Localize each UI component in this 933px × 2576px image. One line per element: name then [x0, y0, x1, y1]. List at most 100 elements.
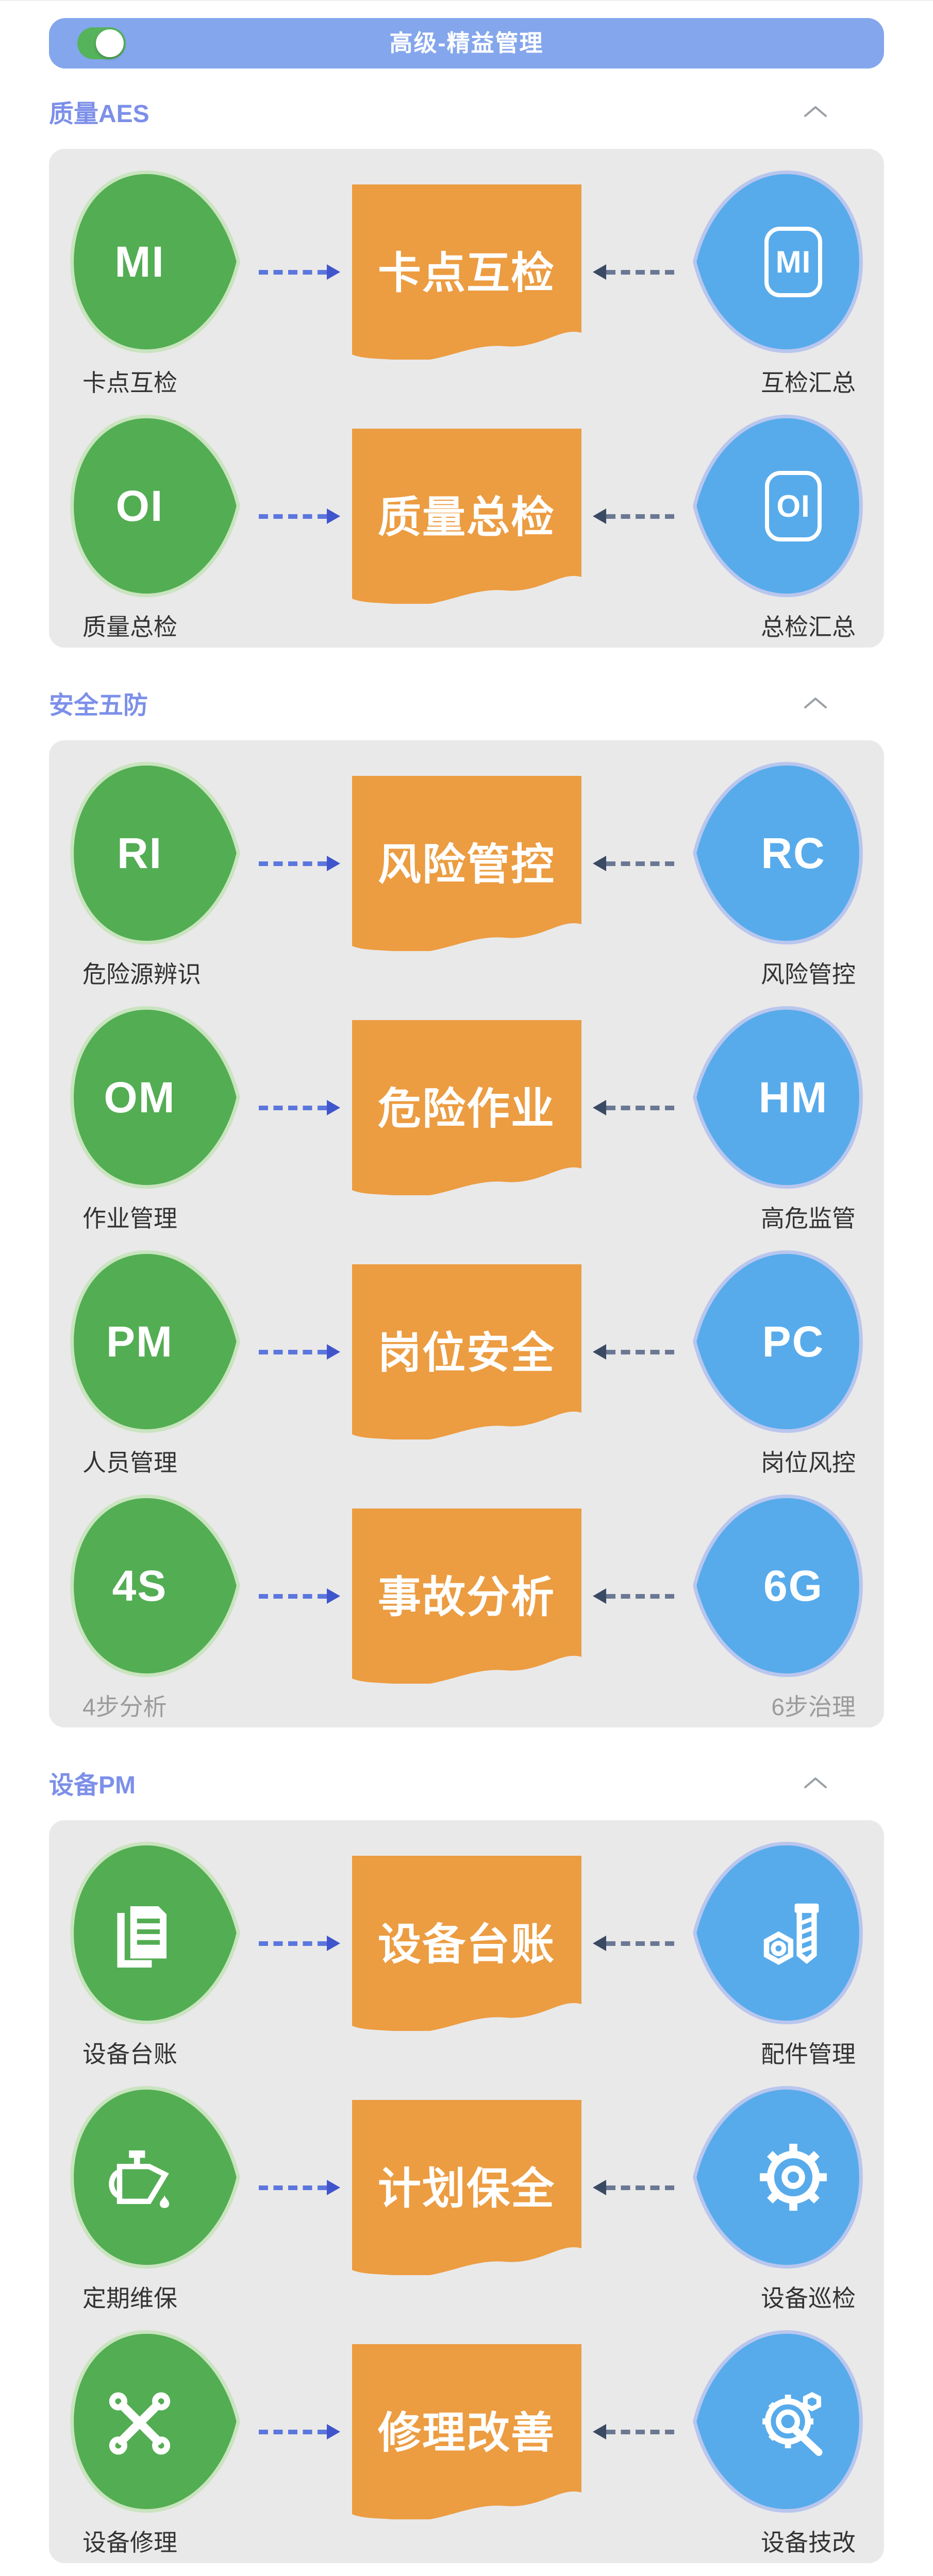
node-code: RC: [761, 828, 826, 877]
leaf-shape-left-point: [693, 2086, 863, 2269]
section-title: 设备PM: [49, 1772, 136, 1799]
process-banner[interactable]: 修理改善: [352, 2344, 581, 2519]
banner-wave-shape: [352, 429, 581, 604]
banner-wave-shape: [352, 1020, 581, 1195]
banner-wave-shape: [352, 2100, 581, 2275]
node-label: 6步治理: [771, 1693, 856, 1720]
source-node[interactable]: [67, 1836, 242, 2030]
node-label: 总检汇总: [761, 614, 856, 640]
dotted-arrow-left-icon: [592, 509, 674, 524]
chevron-up-icon[interactable]: [804, 1776, 827, 1789]
flow-target: OI 总检汇总: [686, 409, 866, 642]
section-card-quality-aes: MI 卡点互检 卡点互检 MI 互检汇总: [49, 149, 884, 648]
dotted-arrow-right-icon: [259, 1344, 341, 1360]
node-code-badge: MI: [764, 226, 823, 297]
target-node[interactable]: [691, 1836, 866, 2030]
section-card-equipment-pm: 设备台账 设备台账: [49, 1820, 884, 2563]
target-node[interactable]: OI: [691, 409, 866, 603]
target-node[interactable]: 6G: [691, 1488, 866, 1683]
chevron-up-icon[interactable]: [804, 105, 827, 118]
node-code: PM: [106, 1317, 173, 1366]
source-node[interactable]: [67, 2324, 242, 2519]
dotted-arrow-left-icon: [592, 2180, 674, 2195]
leaf-shape-right-point: [70, 2086, 240, 2269]
leaf-shape-right-point: [70, 1494, 240, 1677]
target-node[interactable]: [691, 2324, 866, 2519]
flow-target: PC 岗位风控: [686, 1244, 866, 1478]
node-code: MI: [114, 237, 165, 286]
process-banner[interactable]: 岗位安全: [352, 1264, 581, 1439]
process-banner[interactable]: 卡点互检: [352, 184, 581, 360]
toggle-knob: [96, 29, 124, 57]
dotted-arrow-left-icon: [592, 1588, 674, 1604]
target-node[interactable]: HM: [691, 1000, 866, 1195]
target-node[interactable]: RC: [691, 756, 866, 951]
source-node[interactable]: OM: [67, 1000, 242, 1195]
source-node[interactable]: 4S: [67, 1488, 242, 1683]
flow-source: OM 作业管理: [67, 1000, 247, 1234]
node-code: OM: [104, 1073, 176, 1122]
flow-target: 设备技改: [686, 2324, 866, 2558]
node-label: 设备修理: [82, 2529, 177, 2556]
node-label: 质量总检: [82, 614, 177, 640]
banner-label: 卡点互检: [377, 249, 555, 297]
flow-target: HM 高危监管: [686, 1000, 866, 1234]
target-node[interactable]: PC: [691, 1244, 866, 1439]
bolt-nut-icon: [763, 1903, 819, 1965]
node-label: 风险管控: [761, 961, 856, 988]
node-code: PC: [762, 1317, 825, 1366]
target-node[interactable]: [691, 2080, 866, 2275]
dotted-arrow-left-icon: [592, 264, 674, 280]
banner-wave-shape: [352, 776, 581, 951]
flow-target: RC 风险管控: [686, 756, 866, 990]
banner-wave-shape: [352, 1264, 581, 1439]
node-code: OI: [115, 481, 164, 530]
leaf-shape-left-point: [693, 170, 863, 353]
source-node[interactable]: OI: [67, 409, 242, 603]
leaf-shape-right-point: [70, 1006, 240, 1189]
leaf-shape-left-point: [693, 1250, 863, 1433]
dotted-arrow-right-icon: [259, 1100, 341, 1115]
process-banner[interactable]: 质量总检: [352, 429, 581, 604]
dotted-arrow-right-icon: [259, 856, 341, 871]
node-label: 人员管理: [82, 1449, 177, 1476]
banner-label: 修理改善: [377, 2409, 555, 2457]
flow-source: 设备台账: [67, 1836, 247, 2070]
node-label: 定期维保: [82, 2285, 177, 2312]
node-label: 配件管理: [761, 2041, 856, 2067]
target-node[interactable]: MI: [691, 164, 866, 359]
dotted-arrow-left-icon: [592, 1100, 674, 1115]
process-banner[interactable]: 事故分析: [352, 1509, 581, 1684]
process-banner[interactable]: 危险作业: [352, 1020, 581, 1195]
leaf-shape-left-point: [693, 761, 863, 945]
node-code: 6G: [763, 1561, 824, 1610]
leaf-shape-right-point: [70, 1250, 240, 1433]
dotted-arrow-left-icon: [592, 2424, 674, 2439]
header-bar: 高级-精益管理: [49, 18, 884, 69]
flow-target: 设备巡检: [686, 2080, 866, 2314]
process-banner[interactable]: 计划保全: [352, 2100, 581, 2275]
section-header-quality-aes: 质量AES: [49, 93, 884, 129]
section-title: 安全五防: [49, 692, 148, 719]
flow-source: PM 人员管理: [67, 1244, 247, 1478]
source-node[interactable]: RI: [67, 756, 242, 951]
dotted-arrow-right-icon: [259, 2424, 341, 2439]
source-node[interactable]: [67, 2080, 242, 2275]
lean-management-toggle[interactable]: [77, 27, 126, 59]
source-node[interactable]: MI: [67, 164, 242, 359]
gear-icon: [760, 2144, 827, 2211]
flow-row: RI 危险源辨识 风险管控 RC 风险管控: [67, 745, 866, 990]
banner-label: 危险作业: [377, 1084, 555, 1133]
dotted-arrow-right-icon: [259, 264, 341, 280]
crossed-wrenches-icon: [109, 2392, 171, 2455]
node-label: 危险源辨识: [82, 961, 201, 988]
process-banner[interactable]: 设备台账: [352, 1856, 581, 2031]
dotted-arrow-left-icon: [592, 1344, 674, 1360]
flow-row: 定期维保 计划保全 设: [67, 2070, 866, 2314]
chevron-up-icon[interactable]: [804, 696, 827, 709]
source-node[interactable]: PM: [67, 1244, 242, 1439]
process-banner[interactable]: 风险管控: [352, 776, 581, 951]
flow-row: OI 质量总检 质量总检 OI 总检汇总: [67, 398, 866, 642]
banner-wave-shape: [352, 1509, 581, 1684]
node-label: 高危监管: [761, 1205, 856, 1232]
